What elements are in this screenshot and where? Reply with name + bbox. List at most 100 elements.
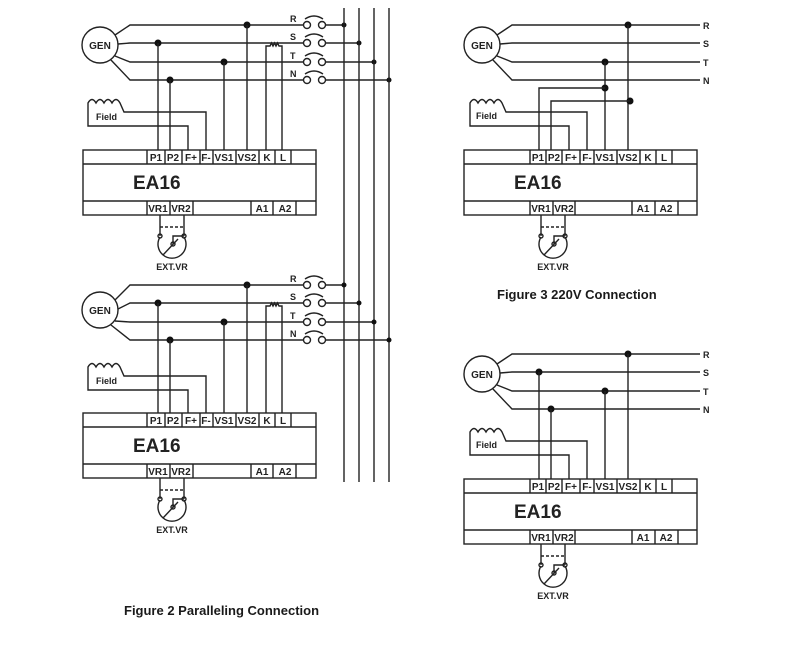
- field-label: Field: [96, 376, 117, 386]
- top-terminal-strip: P1 P2 F+ F- VS1 VS2 K L: [529, 479, 673, 493]
- terminal-f-plus: F+: [565, 153, 577, 164]
- phase-label-r: R: [703, 350, 710, 360]
- model-label: EA16: [133, 173, 181, 194]
- terminal-vs2: VS2: [238, 416, 257, 427]
- fig2-unit1: GEN R S T N Field: [81, 14, 392, 272]
- terminal-vr1: VR1: [148, 467, 168, 478]
- generator-symbol: [81, 26, 119, 64]
- terminal-vr2: VR2: [554, 204, 574, 215]
- terminal-vs1: VS1: [596, 482, 615, 493]
- phase-label-s: S: [290, 32, 296, 42]
- terminal-a2: A2: [279, 204, 292, 215]
- external-vr-potentiometer: [157, 478, 187, 522]
- figure3-caption: Figure 3 220V Connection: [497, 287, 657, 302]
- terminal-f-minus: F-: [582, 153, 591, 164]
- model-label: EA16: [133, 436, 181, 457]
- terminal-f-plus: F+: [565, 482, 577, 493]
- wire-t: [114, 55, 303, 63]
- terminal-a1: A1: [256, 467, 269, 478]
- terminal-a2: A2: [660, 204, 673, 215]
- terminal-vs1: VS1: [596, 153, 615, 164]
- phase-label-n: N: [290, 69, 297, 79]
- external-vr-potentiometer: [157, 215, 187, 259]
- phase-label-s: S: [290, 292, 296, 302]
- field-label: Field: [96, 112, 117, 122]
- field-coil: [87, 98, 207, 150]
- generator-symbol: [463, 355, 501, 393]
- phase-label-r: R: [290, 14, 297, 24]
- terminal-a1: A1: [637, 204, 650, 215]
- generator-symbol: [81, 291, 119, 329]
- model-label: EA16: [514, 173, 562, 194]
- phase-label-s: S: [703, 368, 709, 378]
- field-coil: [87, 362, 207, 415]
- phase-label-n: N: [703, 405, 710, 415]
- breaker-group: [302, 275, 327, 345]
- top-terminal-strip: P1 P2 F+ F- VS1 VS2 K L: [146, 150, 292, 164]
- terminal-p2: P2: [167, 416, 180, 427]
- figure2-caption: Figure 2 Paralleling Connection: [124, 603, 319, 618]
- terminal-f-minus: F-: [201, 416, 210, 427]
- current-transformer: [265, 41, 283, 150]
- generator-label: GEN: [471, 41, 493, 52]
- terminal-a2: A2: [660, 533, 673, 544]
- wire-r: [114, 24, 303, 36]
- terminal-l: L: [280, 416, 286, 427]
- field-coil: [469, 98, 588, 150]
- wire-s: [117, 42, 303, 45]
- terminal-vr1: VR1: [531, 533, 551, 544]
- terminal-vr1: VR1: [148, 204, 168, 215]
- generator-label: GEN: [471, 370, 493, 381]
- phase-label-s: S: [703, 39, 709, 49]
- phase-label-n: N: [290, 329, 297, 339]
- generator-label: GEN: [89, 41, 111, 52]
- field-label: Field: [476, 440, 497, 450]
- terminal-f-plus: F+: [185, 153, 197, 164]
- bottom-terminal-strip: VR1 VR2 A1 A2: [146, 201, 297, 215]
- terminal-vs2: VS2: [619, 482, 638, 493]
- terminal-p1: P1: [532, 482, 545, 493]
- terminal-l: L: [280, 153, 286, 164]
- wire-n: [110, 59, 303, 81]
- terminal-l: L: [661, 153, 667, 164]
- terminal-k: K: [644, 482, 652, 493]
- terminal-vs2: VS2: [619, 153, 638, 164]
- terminal-vr2: VR2: [171, 467, 191, 478]
- ea16-controller: [82, 149, 317, 216]
- current-transformer: [265, 301, 283, 415]
- terminal-vs1: VS1: [215, 416, 234, 427]
- phase-label-t: T: [290, 51, 296, 61]
- terminal-a2: A2: [279, 467, 292, 478]
- terminal-a1: A1: [256, 204, 269, 215]
- fig2-unit2: GEN R S T N Field P1 P2 F+: [81, 274, 392, 535]
- field-label: Field: [476, 111, 497, 121]
- terminal-p2: P2: [548, 482, 561, 493]
- phase-label-t: T: [703, 58, 709, 68]
- phase-label-t: T: [703, 387, 709, 397]
- terminal-p1: P1: [150, 153, 163, 164]
- top-terminal-strip: P1 P2 F+ F- VS1 VS2 K L: [529, 150, 673, 164]
- top-terminal-strip: P1 P2 F+ F- VS1 VS2 K L: [146, 413, 292, 427]
- phase-label-n: N: [703, 76, 710, 86]
- field-coil: [469, 427, 588, 479]
- terminal-p1: P1: [150, 416, 163, 427]
- terminal-a1: A1: [637, 533, 650, 544]
- phase-label-r: R: [290, 274, 297, 284]
- fig3-220v: GEN R S T N Field P1 P2 F+ F- VS1 VS2 K …: [463, 21, 710, 272]
- phase-label-r: R: [703, 21, 710, 31]
- terminal-k: K: [263, 153, 271, 164]
- ext-vr-label: EXT.VR: [156, 262, 188, 272]
- fig4-connection: GEN R S T N Field P1 P2 F+ F- VS1 VS2 K …: [463, 350, 710, 601]
- phase-label-t: T: [290, 311, 296, 321]
- terminal-vr2: VR2: [554, 533, 574, 544]
- breaker-group: [302, 15, 327, 85]
- terminal-vs2: VS2: [238, 153, 257, 164]
- bottom-terminal-strip: VR1 VR2 A1 A2: [146, 464, 297, 478]
- bottom-terminal-strip: VR1 VR2 A1 A2: [529, 201, 679, 215]
- terminal-f-minus: F-: [582, 482, 591, 493]
- terminal-k: K: [263, 416, 271, 427]
- generator-symbol: [463, 26, 501, 64]
- terminal-vr2: VR2: [171, 204, 191, 215]
- terminal-vr1: VR1: [531, 204, 551, 215]
- terminal-f-plus: F+: [185, 416, 197, 427]
